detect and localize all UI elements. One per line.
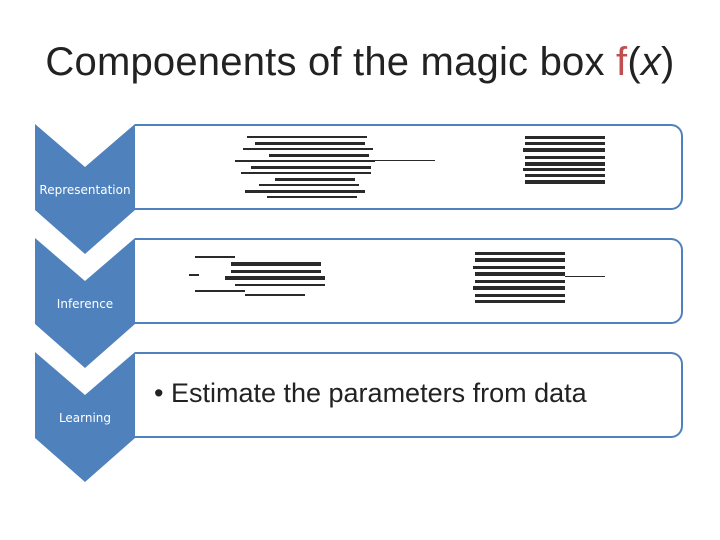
- title-function-f: f: [615, 40, 628, 84]
- inference-panel: [135, 238, 683, 324]
- title-variable-x: x: [640, 40, 662, 84]
- title-close-paren: ): [661, 40, 675, 84]
- representation-label: Representation: [39, 183, 131, 197]
- inference-label: Inference: [56, 297, 114, 311]
- title-open-paren: (: [627, 40, 641, 84]
- inference-chevron: [35, 238, 135, 368]
- learning-panel: [135, 352, 683, 438]
- representation-chevron: [35, 124, 135, 254]
- slide-title: Compoenents of the magic box f(x): [0, 40, 720, 85]
- representation-panel: [135, 124, 683, 210]
- title-text: Compoenents of the magic box: [45, 40, 616, 84]
- learning-bullet: • Estimate the parameters from data: [154, 378, 587, 408]
- learning-chevron: [35, 352, 135, 482]
- representation-equation-image: [235, 136, 605, 198]
- learning-label: Learning: [58, 411, 112, 425]
- inference-equation-image: [189, 252, 605, 303]
